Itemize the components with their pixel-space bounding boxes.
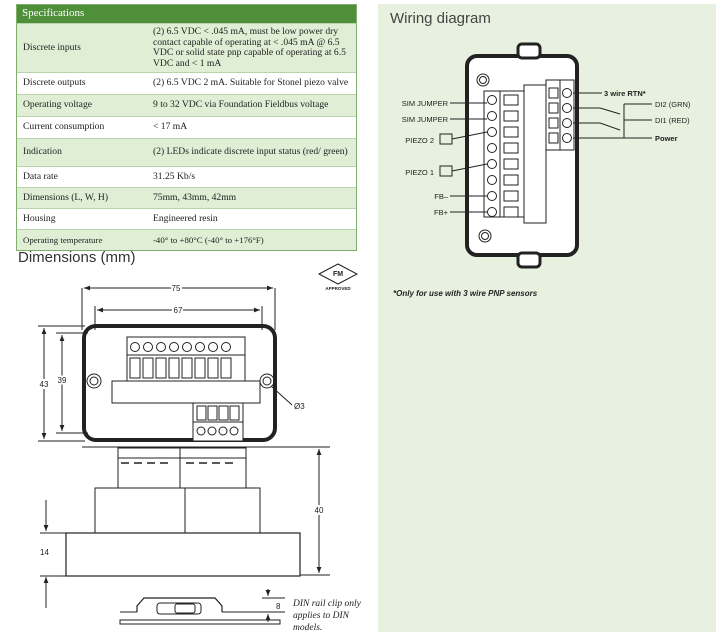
- spec-label: Data rate: [17, 166, 147, 188]
- wiring-title: Wiring diagram: [390, 10, 491, 27]
- spec-row: Discrete outputs(2) 6.5 VDC 2 mA. Suitab…: [17, 72, 356, 95]
- fm-logo-text: FM: [333, 271, 343, 278]
- spec-label: Dimensions (L, W, H): [17, 187, 147, 209]
- dim-width-outer: 75: [172, 284, 181, 293]
- spec-value: 75mm, 43mm, 42mm: [147, 187, 356, 209]
- spec-value: (2) 6.5 VDC < .045 mA, must be low power…: [147, 23, 356, 73]
- dim-height-inner: 39: [58, 376, 67, 385]
- label-piezo-2: PIEZO 2: [405, 136, 434, 145]
- spec-label: Housing: [17, 208, 147, 230]
- label-3-wire-rtn: 3 wire RTN*: [604, 89, 646, 98]
- label-piezo-1: PIEZO 1: [405, 168, 434, 177]
- wiring-lines: [439, 92, 652, 213]
- spec-label: Current consumption: [17, 116, 147, 139]
- spec-value: 31.25 Kb/s: [147, 166, 356, 188]
- spec-label: Discrete inputs: [17, 23, 147, 73]
- dimensions-title: Dimensions (mm): [18, 249, 136, 266]
- spec-value: (2) 6.5 VDC 2 mA. Suitable for Stonel pi…: [147, 72, 356, 95]
- label-fb-minus: FB–: [434, 192, 449, 201]
- spec-label: Discrete outputs: [17, 72, 147, 95]
- spec-row: Dimensions (L, W, H)75mm, 43mm, 42mm: [17, 187, 356, 209]
- label-sim-jumper-1: SIM JUMPER: [402, 99, 449, 108]
- dim-depth-total: 40: [315, 506, 324, 515]
- spec-label: Operating voltage: [17, 94, 147, 117]
- label-di2: DI2 (GRN): [655, 100, 691, 109]
- dim-width-inner: 67: [174, 306, 183, 315]
- top-terminals: [129, 342, 240, 436]
- label-sim-jumper-2: SIM JUMPER: [402, 115, 449, 124]
- dim-base-height: 14: [40, 548, 49, 557]
- label-power: Power: [655, 134, 678, 143]
- dim-clip-height: 8: [276, 602, 281, 611]
- spec-row: Indication(2) LEDs indicate discrete inp…: [17, 138, 356, 167]
- fm-approved-logo: [317, 263, 359, 285]
- wiring-footnote: *Only for use with 3 wire PNP sensors: [393, 289, 538, 298]
- wiring-right-terminals: [548, 87, 572, 144]
- dim-hole-diameter: Ø3: [294, 402, 305, 411]
- dimensions-drawing: [38, 263, 359, 442]
- label-di1: DI1 (RED): [655, 116, 690, 125]
- spec-value: < 17 mA: [147, 116, 356, 139]
- spec-row: Discrete inputs(2) 6.5 VDC < .045 mA, mu…: [17, 23, 356, 73]
- dim-height-outer: 43: [40, 380, 49, 389]
- spec-value: -40° to +80°C (-40° to +176°F): [147, 229, 356, 250]
- spec-value: 9 to 32 VDC via Foundation Fieldbus volt…: [147, 94, 356, 117]
- spec-label: Operating temperature: [17, 229, 147, 250]
- spec-label: Indication: [17, 138, 147, 167]
- specifications-header: Specifications: [17, 5, 356, 23]
- spec-row: Operating temperature-40° to +80°C (-40°…: [17, 229, 356, 250]
- spec-row: Current consumption< 17 mA: [17, 116, 356, 139]
- wiring-module: [465, 42, 579, 269]
- specifications-table: Specifications Discrete inputs(2) 6.5 VD…: [16, 4, 357, 251]
- din-rail-note: DIN rail clip only applies to DIN models…: [293, 599, 361, 633]
- side-view: [40, 446, 330, 625]
- specifications-rows: Discrete inputs(2) 6.5 VDC < .045 mA, mu…: [17, 23, 356, 250]
- spec-value: (2) LEDs indicate discrete input status …: [147, 138, 356, 167]
- fm-approved-text: APPROVED: [325, 286, 351, 291]
- wiring-left-terminals: [487, 94, 519, 218]
- label-fb-plus: FB+: [434, 208, 449, 217]
- spec-value: Engineered resin: [147, 208, 356, 230]
